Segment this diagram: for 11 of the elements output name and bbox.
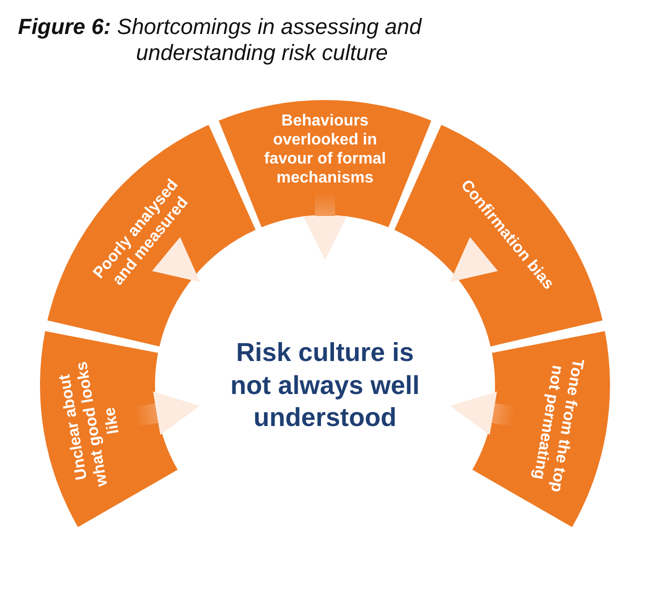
segment-text: Tone from the top not permeating xyxy=(528,356,588,496)
arc-segment xyxy=(472,331,610,528)
arrow xyxy=(134,391,202,435)
center-text: Risk culture is not always well understood xyxy=(229,336,421,434)
figure-title: Figure 6: Shortcomings in assessing and understanding risk culture xyxy=(18,14,423,67)
segment-text: Unclear about what good looks like xyxy=(56,359,124,490)
arrow xyxy=(448,391,516,435)
arc-segment xyxy=(218,100,432,228)
arrow xyxy=(303,193,347,260)
segment-text: Behaviours overlooked in favour of formal mechanisms xyxy=(263,111,387,188)
arc-segment xyxy=(40,331,178,528)
